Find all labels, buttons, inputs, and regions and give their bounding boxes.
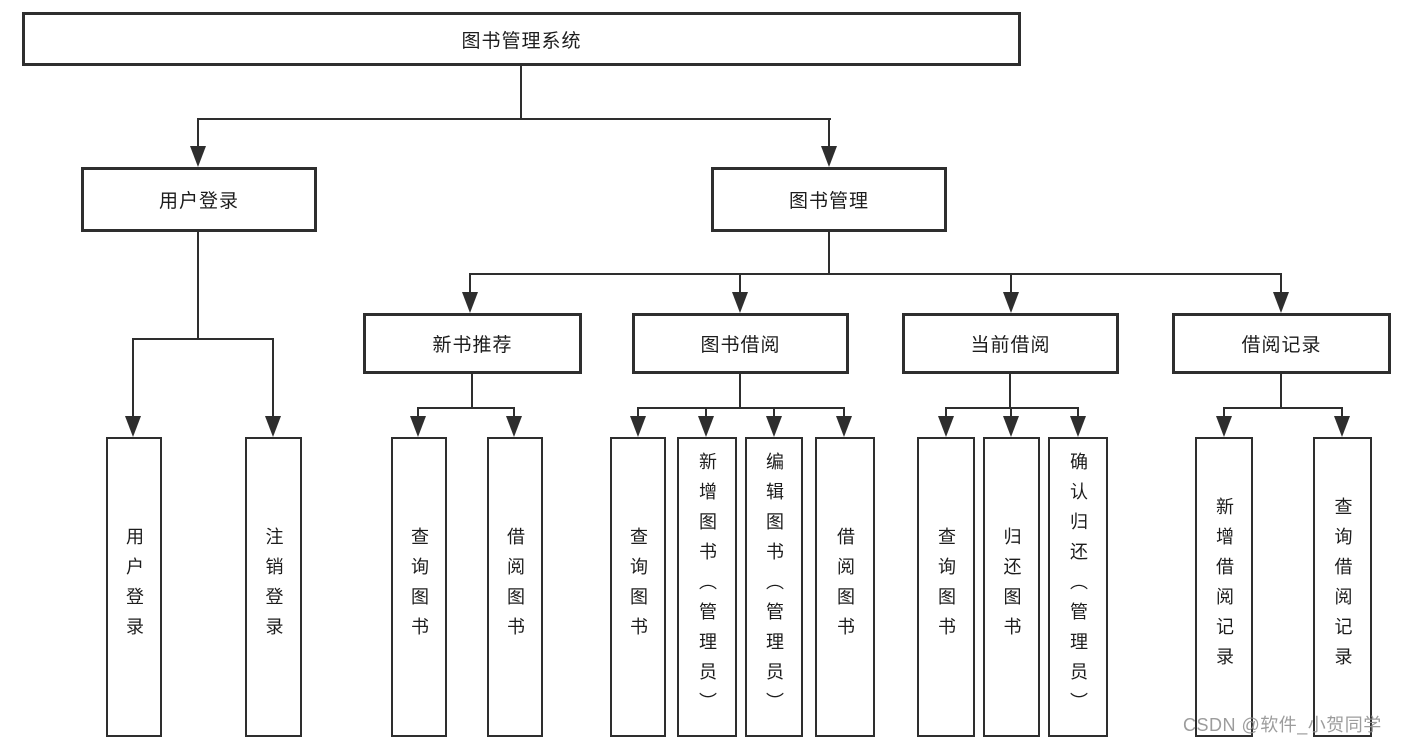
arrow-down-icon — [1216, 416, 1232, 437]
current-borrow-stem-line — [1009, 374, 1011, 407]
node-current-borrow-label: 当前借阅 — [970, 335, 1051, 356]
node-book-mgmt-label: 图书管理 — [788, 191, 869, 212]
leaf-borrow-book-borrow: 借阅图书 — [815, 437, 875, 737]
leaf-query-book-current-label: 查询图书 — [936, 527, 956, 647]
stem-to-leaf-edit-book — [773, 407, 775, 418]
leaf-return-book-label: 归还图书 — [1001, 527, 1022, 647]
book-mgmt-splitter-line — [469, 273, 1282, 275]
leaf-query-book-borrow: 查询图书 — [610, 437, 666, 737]
leaf-query-book-rec: 查询图书 — [391, 437, 447, 737]
stem-to-current-borrow — [1010, 273, 1012, 294]
arrow-down-icon — [836, 416, 852, 437]
node-borrow-record-label: 借阅记录 — [1241, 335, 1322, 356]
leaf-edit-book-admin-label: 编辑图书（管理员） — [764, 452, 784, 722]
user-login-stem-line — [197, 232, 199, 338]
root-stem-line — [520, 66, 522, 118]
leaf-add-borrow-record-label: 新增借阅记录 — [1214, 497, 1234, 677]
leaf-add-borrow-record: 新增借阅记录 — [1195, 437, 1253, 737]
stem-to-leaf-query-book-borrow — [637, 407, 639, 418]
arrow-down-icon — [698, 416, 714, 437]
root-splitter-line — [197, 118, 831, 120]
leaf-borrow-book-borrow-label: 借阅图书 — [835, 527, 855, 647]
node-book-borrow-label: 图书借阅 — [700, 335, 781, 356]
arrow-down-icon — [1273, 292, 1289, 313]
node-root: 图书管理系统 — [22, 12, 1021, 66]
node-current-borrow: 当前借阅 — [902, 313, 1119, 374]
arrow-down-icon — [265, 416, 281, 437]
book-mgmt-stem-line — [828, 232, 830, 273]
stem-to-leaf-add-borrow-record — [1223, 407, 1225, 418]
stem-to-new-book-rec — [469, 273, 471, 294]
stem-to-leaf-add-book — [705, 407, 707, 418]
stem-to-book-borrow — [739, 273, 741, 294]
leaf-confirm-return-admin: 确认归还（管理员） — [1048, 437, 1108, 737]
leaf-user-login-label: 用户登录 — [124, 527, 144, 647]
arrow-down-icon — [506, 416, 522, 437]
arrow-down-icon — [1003, 416, 1019, 437]
node-book-borrow: 图书借阅 — [632, 313, 849, 374]
stem-to-leaf-query-book-rec — [417, 407, 419, 418]
stem-to-leaf-user-login — [132, 338, 134, 417]
borrow-record-stem-line — [1280, 374, 1282, 407]
csdn-watermark: CSDN @软件_小贺同学 — [1183, 715, 1382, 735]
arrow-down-icon — [766, 416, 782, 437]
node-root-label: 图书管理系统 — [461, 30, 582, 52]
book-borrow-stem-line — [739, 374, 741, 407]
book-borrow-splitter-line — [637, 407, 845, 409]
stem-to-leaf-query-borrow-record — [1341, 407, 1343, 418]
node-user-login: 用户登录 — [81, 167, 317, 232]
current-borrow-splitter-line — [945, 407, 1079, 409]
leaf-edit-book-admin: 编辑图书（管理员） — [745, 437, 803, 737]
leaf-logout: 注销登录 — [245, 437, 302, 737]
arrow-down-icon — [1334, 416, 1350, 437]
leaf-query-borrow-record: 查询借阅记录 — [1313, 437, 1372, 737]
arrow-down-icon — [1070, 416, 1086, 437]
arrow-down-icon — [410, 416, 426, 437]
stem-to-leaf-borrow-book-rec — [513, 407, 515, 418]
leaf-borrow-book-rec-label: 借阅图书 — [505, 527, 525, 647]
stem-to-leaf-return-book — [1010, 407, 1012, 418]
leaf-logout-label: 注销登录 — [263, 527, 284, 647]
new-book-rec-splitter-line — [417, 407, 515, 409]
leaf-confirm-return-admin-label: 确认归还（管理员） — [1068, 452, 1088, 722]
arrow-down-icon — [630, 416, 646, 437]
leaf-query-book-current: 查询图书 — [917, 437, 975, 737]
arrow-down-icon — [125, 416, 141, 437]
leaf-add-book-admin-label: 新增图书（管理员） — [697, 452, 717, 722]
leaf-user-login: 用户登录 — [106, 437, 162, 737]
node-book-mgmt: 图书管理 — [711, 167, 947, 232]
leaf-query-book-rec-label: 查询图书 — [409, 527, 429, 647]
node-new-book-rec: 新书推荐 — [363, 313, 582, 374]
stem-to-borrow-record — [1280, 273, 1282, 294]
arrow-down-icon — [190, 146, 206, 167]
arrow-down-icon — [938, 416, 954, 437]
stem-to-user-login — [197, 118, 199, 148]
new-book-rec-stem-line — [471, 374, 473, 407]
stem-to-leaf-confirm-return — [1077, 407, 1079, 418]
user-login-splitter-line — [132, 338, 274, 340]
node-new-book-rec-label: 新书推荐 — [432, 335, 513, 356]
node-borrow-record: 借阅记录 — [1172, 313, 1391, 374]
leaf-query-book-borrow-label: 查询图书 — [628, 527, 648, 647]
stem-to-leaf-query-book-current — [945, 407, 947, 418]
leaf-borrow-book-rec: 借阅图书 — [487, 437, 543, 737]
leaf-return-book: 归还图书 — [983, 437, 1040, 737]
arrow-down-icon — [1003, 292, 1019, 313]
arrow-down-icon — [821, 146, 837, 167]
leaf-query-borrow-record-label: 查询借阅记录 — [1332, 497, 1353, 677]
arrow-down-icon — [462, 292, 478, 313]
stem-to-leaf-logout — [272, 338, 274, 417]
borrow-record-splitter-line — [1223, 407, 1343, 409]
stem-to-leaf-borrow-book-borrow — [843, 407, 845, 418]
node-user-login-label: 用户登录 — [158, 191, 239, 212]
stem-to-book-mgmt — [828, 118, 830, 148]
arrow-down-icon — [732, 292, 748, 313]
leaf-add-book-admin: 新增图书（管理员） — [677, 437, 737, 737]
